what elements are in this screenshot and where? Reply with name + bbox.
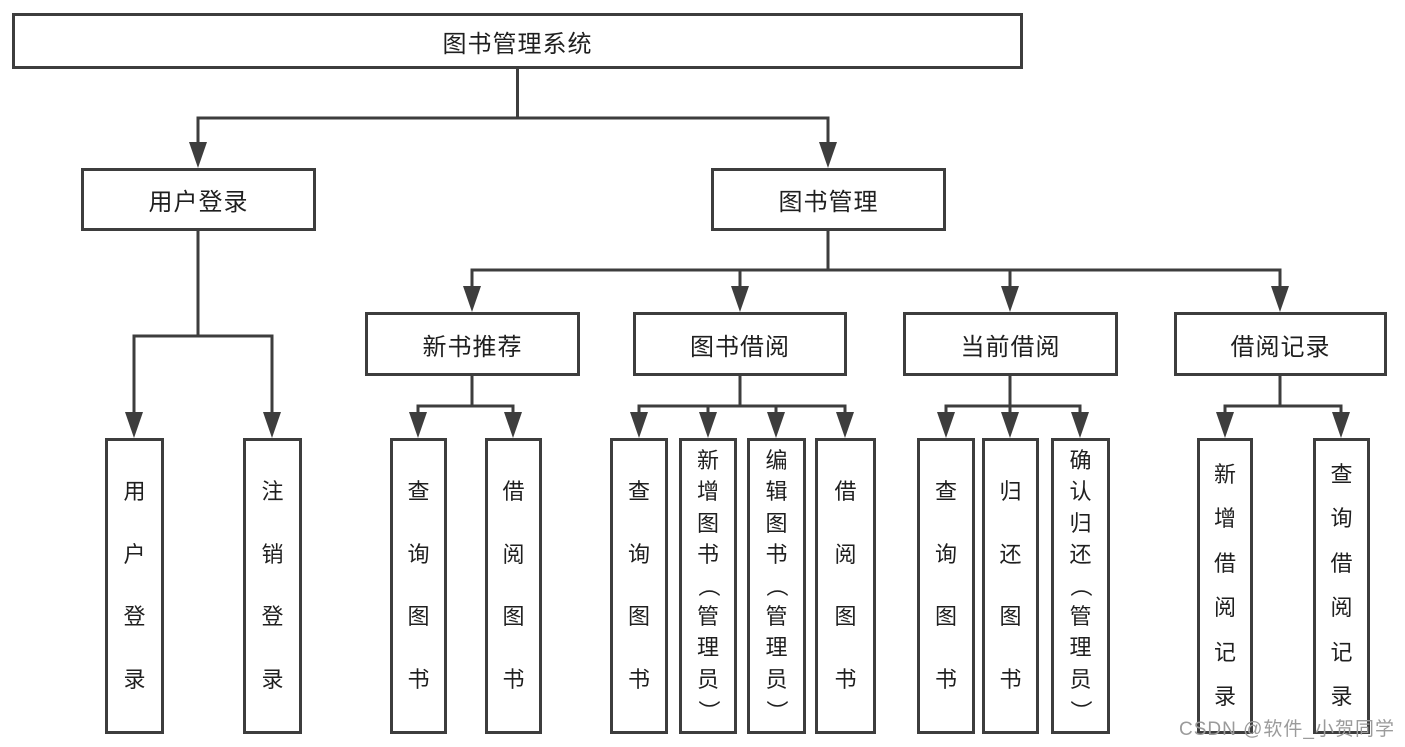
- node-label: 新书推荐: [422, 333, 523, 361]
- node-label: 当前借阅: [960, 333, 1061, 361]
- leaf-borrow-add-books-admin: 新增图书（管理员）: [679, 438, 737, 734]
- node-label: 查询图书: [627, 479, 650, 692]
- watermark: CSDN @软件_小贺同学: [1179, 719, 1395, 740]
- node-label: 借阅图书: [834, 479, 857, 692]
- leaf-newbook-borrow-books: 借阅图书: [485, 438, 542, 734]
- node-current-borrowing: 当前借阅: [903, 312, 1118, 376]
- node-label: 图书管理系统: [442, 30, 593, 58]
- node-user-login: 用户登录: [81, 168, 316, 231]
- node-label: 借阅图书: [502, 479, 525, 692]
- connector-root-to-level2: [189, 69, 837, 168]
- node-label: 图书管理: [778, 189, 879, 216]
- node-label: 查询借阅记录: [1330, 461, 1353, 710]
- connector-borrow-record-children: [1216, 376, 1350, 438]
- connector-new-book-children: [409, 376, 522, 438]
- leaf-borrow-query-books: 查询图书: [610, 438, 668, 734]
- connector-book-borrow-children: [630, 376, 854, 438]
- leaf-user-login: 用户登录: [105, 438, 164, 734]
- connector-current-borrow-children: [937, 376, 1089, 438]
- leaf-borrow-borrow-books: 借阅图书: [815, 438, 876, 734]
- leaf-current-return-books: 归还图书: [982, 438, 1039, 734]
- leaf-records-add-record: 新增借阅记录: [1197, 438, 1253, 734]
- node-book-borrowing: 图书借阅: [633, 312, 847, 376]
- node-label: 新增借阅记录: [1213, 461, 1236, 710]
- node-label: 新增图书（管理员）: [695, 448, 721, 722]
- leaf-newbook-query-books: 查询图书: [390, 438, 447, 734]
- node-label: 用户登录: [148, 189, 249, 216]
- node-label: 查询图书: [934, 479, 957, 692]
- node-label: 归还图书: [999, 479, 1022, 692]
- connector-user-login-children: [125, 231, 281, 438]
- leaf-records-query-record: 查询借阅记录: [1313, 438, 1370, 734]
- node-label: 确认归还（管理员）: [1068, 448, 1094, 722]
- node-label: 借阅记录: [1230, 333, 1331, 361]
- node-label: 用户登录: [123, 479, 146, 692]
- node-borrow-records: 借阅记录: [1174, 312, 1387, 376]
- leaf-logout-login: 注销登录: [243, 438, 302, 734]
- node-system-root: 图书管理系统: [12, 13, 1023, 69]
- leaf-borrow-edit-books-admin: 编辑图书（管理员）: [747, 438, 806, 734]
- node-label: 注销登录: [261, 479, 284, 692]
- leaf-current-confirm-return-admin: 确认归还（管理员）: [1051, 438, 1110, 734]
- node-label: 查询图书: [407, 479, 430, 692]
- node-book-management: 图书管理: [711, 168, 946, 231]
- node-label: 编辑图书（管理员）: [764, 448, 790, 722]
- node-new-book-recommend: 新书推荐: [365, 312, 580, 376]
- leaf-current-query-books: 查询图书: [917, 438, 975, 734]
- connector-book-mgmt-children: [463, 231, 1289, 312]
- node-label: 图书借阅: [690, 333, 790, 361]
